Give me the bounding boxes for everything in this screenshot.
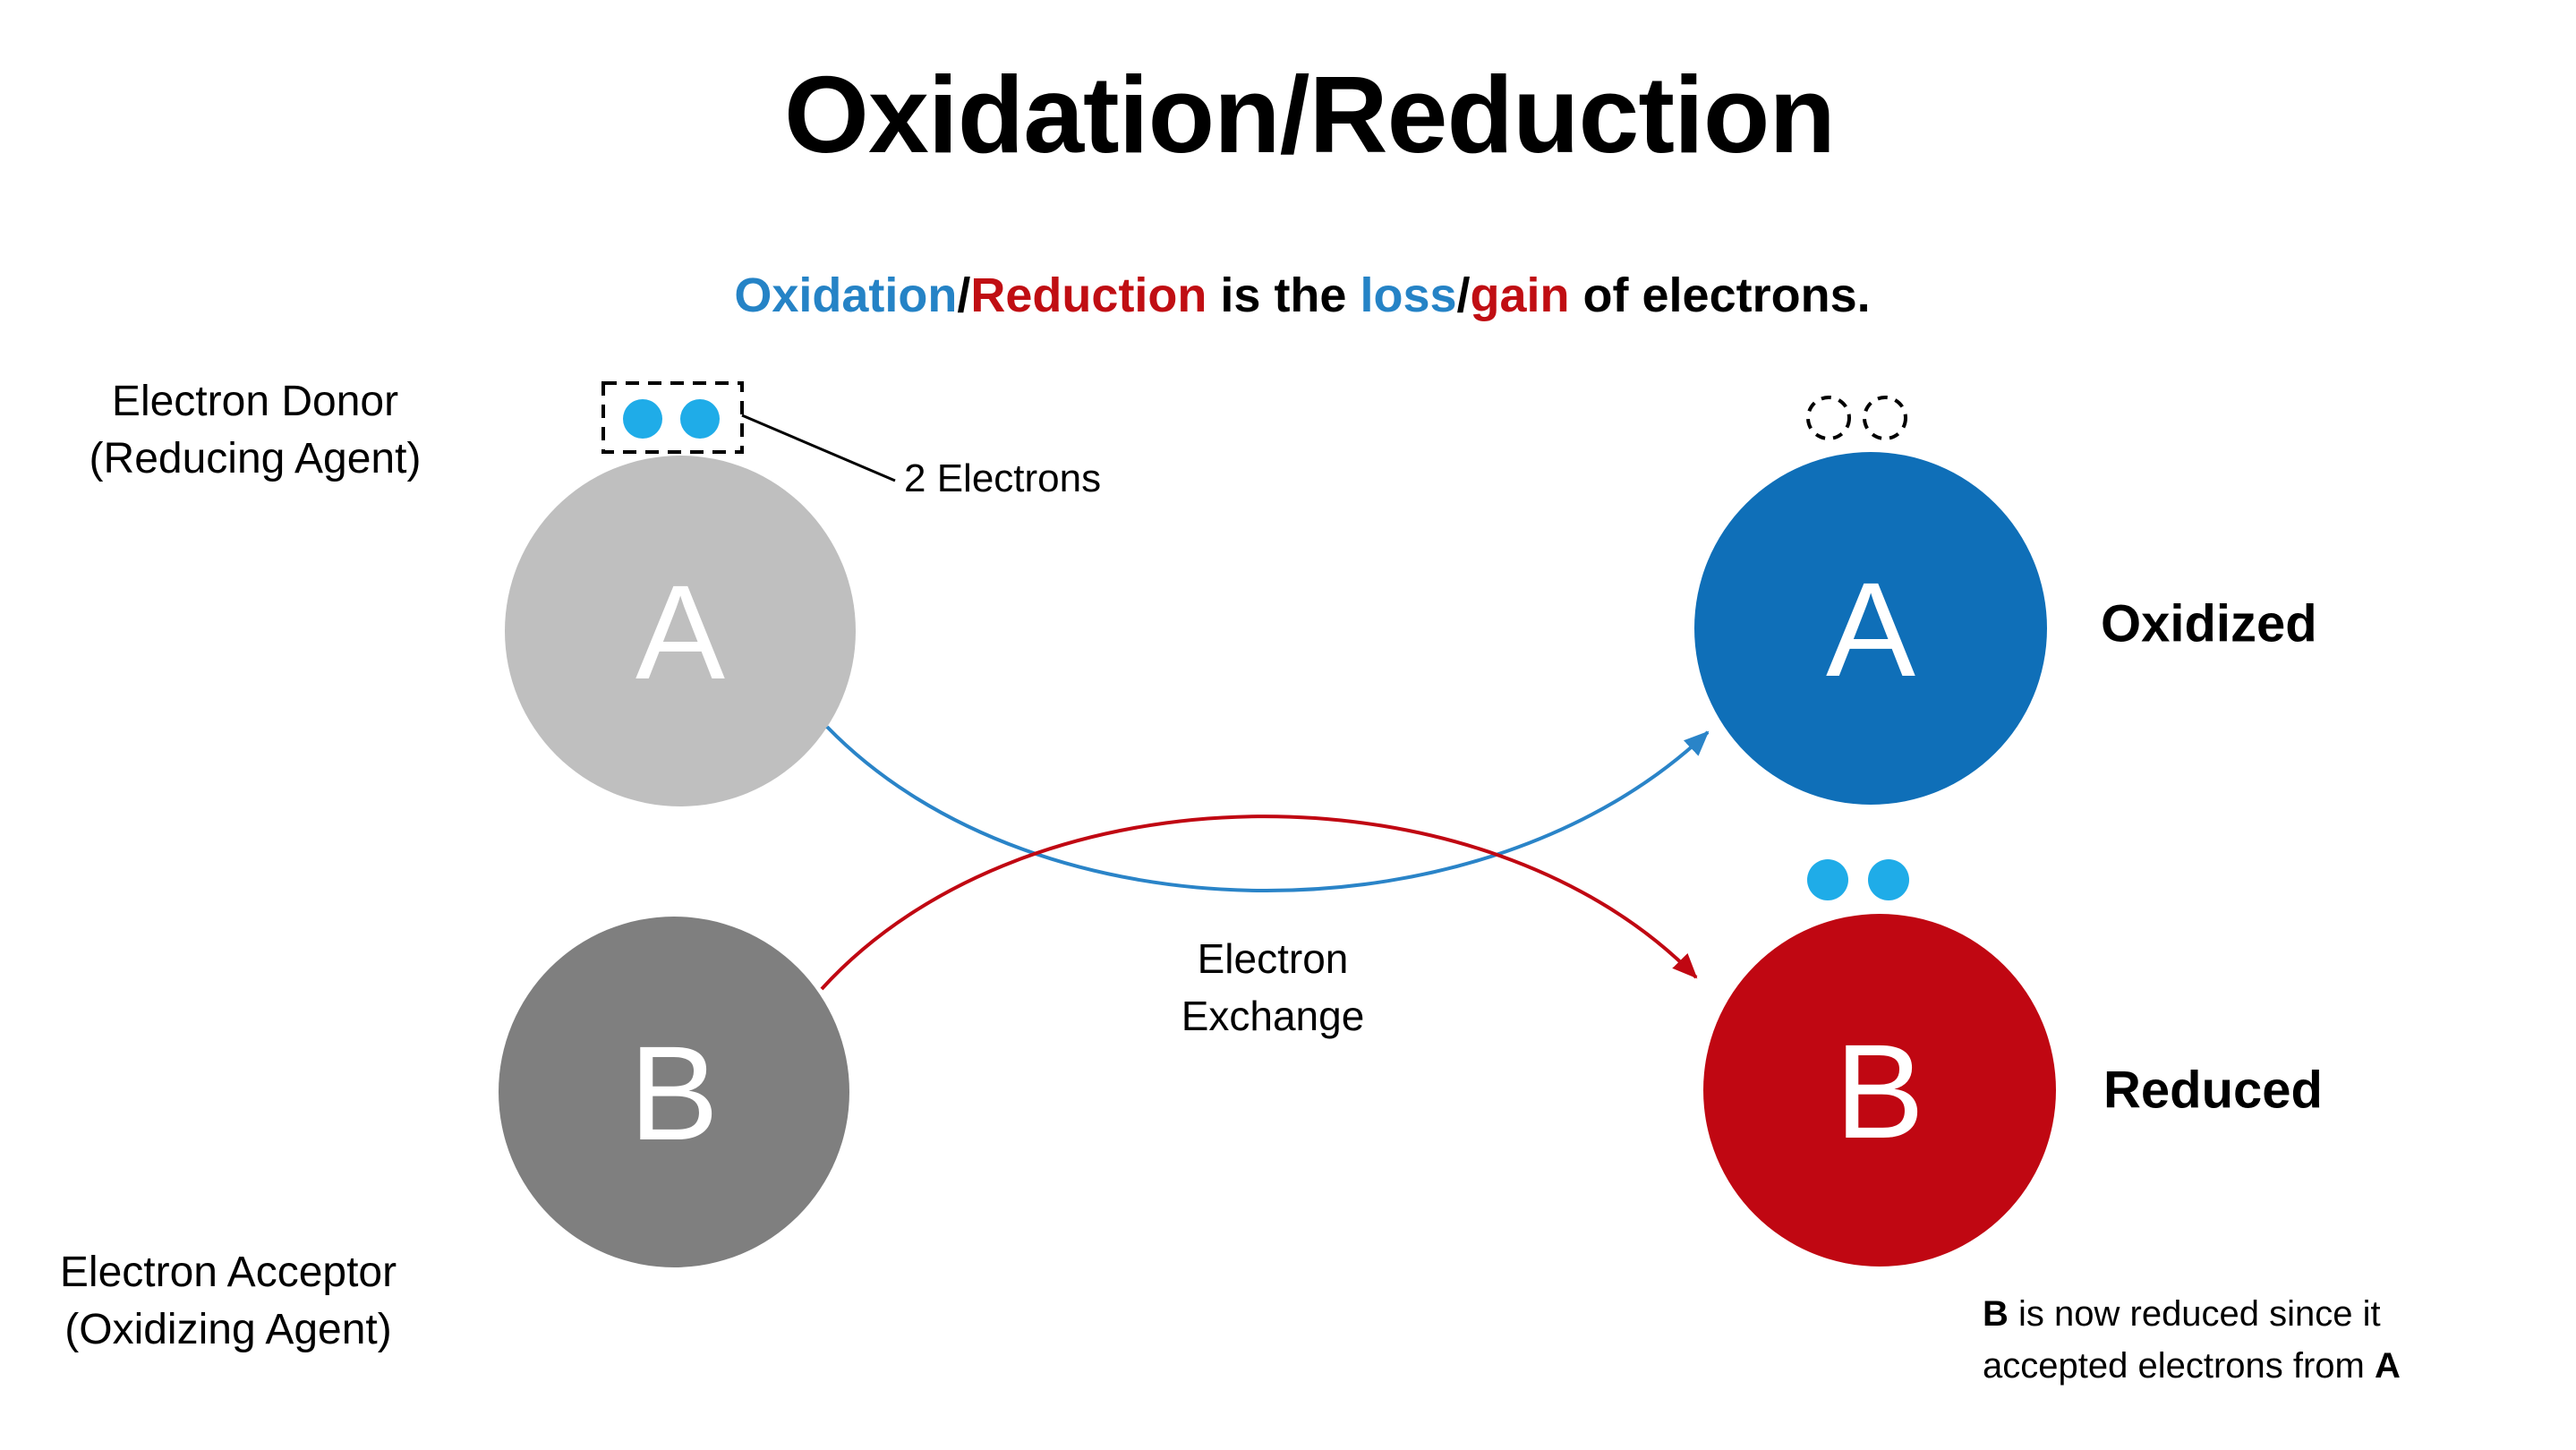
caption-line2: accepted electrons from A — [1983, 1340, 2401, 1392]
caption-a-bold: A — [2375, 1346, 2401, 1386]
subtitle-ending-text: of electrons. — [1569, 269, 1871, 322]
subtitle-slash: / — [1456, 269, 1471, 322]
reduced-explanation-caption: B is now reduced since it accepted elect… — [1983, 1288, 2401, 1392]
subtitle-slash: / — [957, 269, 971, 322]
two-electrons-callout-label: 2 Electrons — [904, 456, 1102, 500]
subtitle-gain-word: gain — [1470, 269, 1570, 322]
empty-electron-slot-icon — [1863, 396, 1907, 440]
caption-line2-text: accepted electrons from — [1983, 1346, 2375, 1386]
electron-dot-icon — [680, 399, 720, 439]
electron-dot-icon — [623, 399, 662, 439]
electron-dot-icon — [1868, 859, 1909, 900]
subtitle-reduction-word: Reduction — [970, 269, 1207, 322]
molecule-b-reduced-circle — [1703, 914, 2056, 1267]
molecule-a-letter: A — [635, 557, 726, 708]
electron-acceptor-label-line2: (Oxidizing Agent) — [64, 1306, 392, 1353]
subtitle-connector-text: is the — [1207, 269, 1361, 322]
reduced-b-letter: B — [1834, 1016, 1925, 1167]
electron-exchange-label-line2: Exchange — [1181, 993, 1365, 1039]
caption-line1-text: is now reduced since it — [2008, 1294, 2381, 1334]
electron-pair-dashed-box — [601, 381, 744, 454]
caption-b-bold: B — [1983, 1294, 2009, 1334]
electron-exchange-label-line1: Electron — [1197, 935, 1349, 982]
subtitle-oxidation-word: Oxidation — [734, 269, 958, 322]
molecule-a-donor-circle — [505, 456, 856, 806]
caption-line1: B is now reduced since it — [1983, 1288, 2401, 1340]
electron-donor-label-line2: (Reducing Agent) — [89, 435, 422, 482]
molecule-b-acceptor-circle — [499, 917, 849, 1267]
electron-exchange-label: Electron Exchange — [1181, 930, 1365, 1045]
electron-acceptor-label: Electron Acceptor (Oxidizing Agent) — [60, 1244, 397, 1359]
empty-electron-slot-icon — [1806, 396, 1851, 440]
oxidized-a-letter: A — [1825, 554, 1916, 705]
oxidized-state-label: Oxidized — [2101, 594, 2317, 653]
molecule-b-letter: B — [628, 1018, 720, 1169]
reduction-arrow-b-to-reduced — [820, 815, 1698, 991]
electron-donor-label-line1: Electron Donor — [111, 378, 399, 425]
page-title: Oxidation/Reduction — [784, 54, 1836, 175]
definition-subtitle: Oxidation/Reduction is the loss/gain of … — [734, 268, 1870, 323]
electrons-callout-leader-line — [741, 414, 896, 482]
electron-acceptor-label-line1: Electron Acceptor — [59, 1249, 397, 1296]
molecule-a-oxidized-circle — [1694, 452, 2047, 805]
reduced-state-label: Reduced — [2103, 1061, 2323, 1120]
oxidation-arrow-a-to-oxidized — [825, 725, 1710, 892]
electron-dot-icon — [1807, 859, 1848, 900]
subtitle-loss-word: loss — [1360, 269, 1457, 322]
electron-donor-label: Electron Donor (Reducing Agent) — [90, 373, 422, 488]
